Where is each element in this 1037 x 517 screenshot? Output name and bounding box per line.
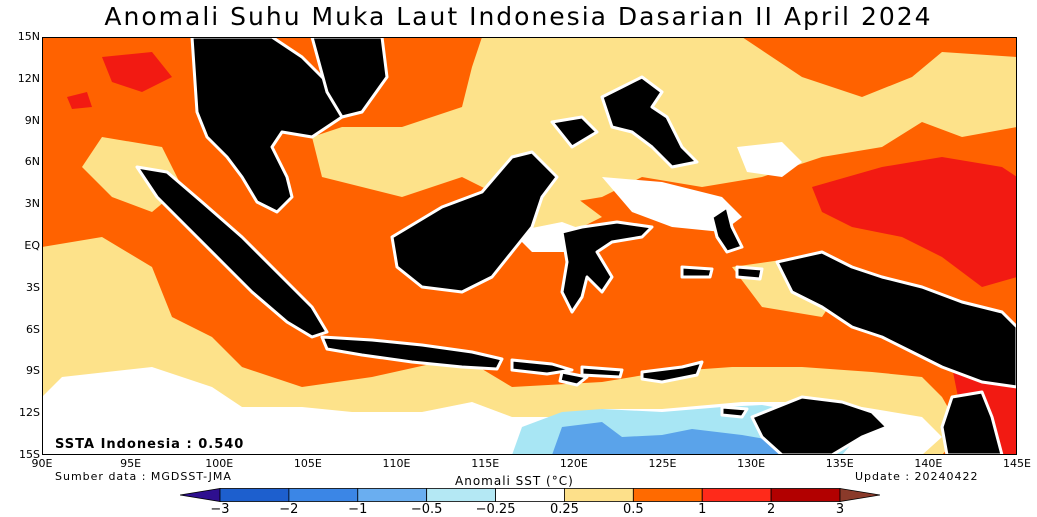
colorbar-tick-label: 0.25 (549, 502, 579, 517)
lon-tick-label: 115E (471, 457, 500, 470)
lat-tick-label: 15S (19, 448, 40, 461)
data-source-label: Sumber data : MGDSST-JMA (55, 470, 232, 483)
colorbar-tick-label: 1 (698, 502, 707, 517)
colorbar-extend-high (839, 488, 880, 502)
colorbar-tick-label: 3 (835, 502, 845, 517)
lon-tick-label: 105E (293, 457, 322, 470)
lon-tick-label: 110E (382, 457, 411, 470)
colorbar-tick-label: 2 (766, 502, 776, 517)
colorbar-extend-low (180, 488, 221, 502)
colorbar-segment (701, 488, 772, 502)
lon-tick-label: 130E (737, 457, 766, 470)
lat-tick-label: 6N (24, 155, 40, 169)
update-label: Update : 20240422 (855, 470, 979, 483)
lon-tick-label: 145E (1003, 457, 1031, 470)
lat-tick-label: 3N (24, 197, 40, 211)
lat-tick-label: 3S (26, 280, 40, 294)
colorbar-tick-label: −2 (279, 502, 299, 517)
colorbar-segment (219, 488, 290, 502)
lat-tick-label: 12N (17, 71, 40, 85)
lat-tick-label: EQ (24, 239, 40, 252)
sst-anomaly-map (42, 37, 1017, 455)
lat-tick-label: 9S (26, 364, 40, 378)
colorbar-segment (357, 488, 428, 502)
lon-tick-label: 90E (31, 457, 53, 470)
colorbar-title: Anomali SST (°C) (455, 474, 574, 488)
map-title: Anomali Suhu Muka Laut Indonesia Dasaria… (104, 2, 933, 31)
lon-tick-label: 140E (914, 457, 943, 470)
colorbar-tick-label: 0.5 (622, 502, 644, 517)
lon-tick-label: 120E (559, 457, 588, 470)
colorbar-tick-label: −0.5 (410, 502, 443, 517)
colorbar-segment (564, 488, 634, 502)
colorbar-segment (632, 488, 703, 502)
colorbar-tick-label: −3 (210, 502, 230, 517)
lat-tick-label: 15N (17, 30, 40, 43)
ssta-indonesia-label: SSTA Indonesia : 0.540 (55, 437, 245, 452)
colorbar (180, 488, 880, 502)
map-frame (42, 37, 1017, 455)
lat-tick-label: 12S (19, 406, 40, 420)
lat-tick-label: 9N (24, 113, 40, 127)
lat-tick-label: 6S (26, 322, 40, 336)
lon-tick-label: 95E (120, 457, 142, 470)
colorbar-segment (426, 488, 496, 502)
lon-tick-label: 135E (825, 457, 854, 470)
lon-tick-label: 125E (648, 457, 677, 470)
colorbar-segment (495, 488, 565, 502)
colorbar-tick-label: −1 (348, 502, 368, 517)
lon-tick-label: 100E (205, 457, 234, 470)
colorbar-segment (288, 488, 359, 502)
land-masses (135, 37, 1017, 455)
colorbar-tick-label: −0.25 (475, 502, 516, 517)
colorbar-segment (770, 488, 841, 502)
